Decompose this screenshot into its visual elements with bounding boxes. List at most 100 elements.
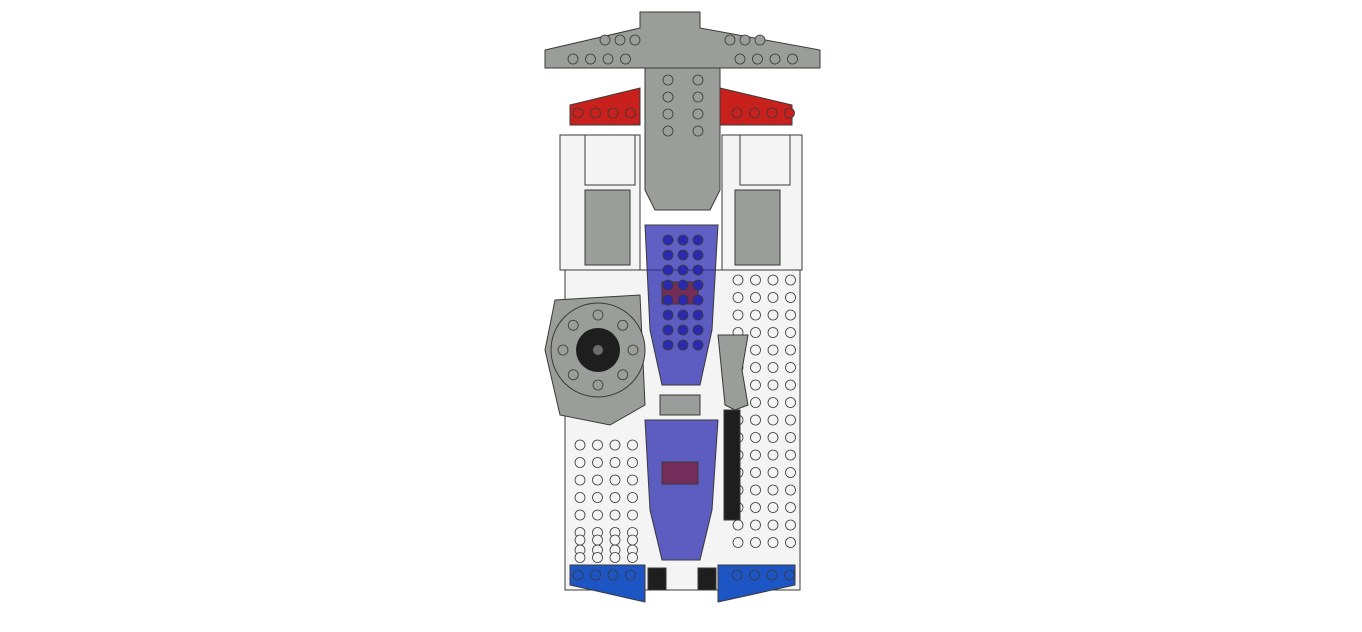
stud (750, 397, 761, 408)
left-engine (584, 189, 631, 266)
stud (767, 502, 779, 513)
stud (767, 292, 779, 303)
stud (785, 379, 796, 391)
stud (692, 249, 704, 261)
right-engine (734, 189, 781, 266)
stud (609, 552, 621, 563)
stud (585, 53, 596, 65)
right-engine-intake (739, 134, 791, 186)
center-spine (644, 67, 721, 211)
stud (785, 537, 796, 548)
stud (767, 484, 779, 496)
stud (614, 34, 626, 46)
stud (750, 292, 761, 303)
stud (677, 234, 689, 246)
stud (677, 324, 689, 336)
stud (567, 53, 579, 65)
stud (627, 344, 639, 356)
left-blue-bar (569, 564, 646, 603)
stud (785, 484, 796, 496)
stud (766, 569, 778, 581)
stud (750, 449, 761, 461)
canopy-hinge (659, 394, 701, 416)
stud (692, 264, 704, 276)
stud (785, 274, 796, 286)
stud (750, 432, 761, 443)
stud (627, 492, 638, 503)
stud (750, 484, 761, 496)
right-red-bar (719, 87, 793, 126)
stud (767, 397, 779, 408)
stud (627, 439, 638, 451)
stud (785, 467, 796, 478)
stud (767, 432, 779, 443)
stud (590, 569, 601, 581)
left-exhaust (647, 567, 667, 591)
stud (750, 344, 761, 356)
stud (574, 509, 586, 521)
stud (785, 292, 796, 303)
stud (784, 107, 795, 119)
stud (692, 324, 704, 336)
stud (692, 294, 704, 306)
stud (785, 502, 796, 513)
stud (785, 449, 796, 461)
stud (766, 107, 778, 119)
stud (590, 107, 601, 119)
stud (592, 439, 603, 451)
stud (609, 492, 621, 503)
stud (662, 294, 674, 306)
stud (692, 339, 704, 351)
stud (609, 439, 621, 451)
stud (734, 53, 746, 65)
left-red-bar (569, 87, 641, 126)
stud (750, 537, 761, 548)
stud (785, 397, 796, 408)
stud (602, 53, 614, 65)
stud (617, 369, 629, 381)
stud (767, 309, 779, 321)
stud (574, 552, 586, 563)
right-exhaust (697, 567, 717, 591)
stud (732, 309, 744, 321)
stud (607, 569, 619, 581)
top-wing (544, 11, 821, 69)
stud (677, 339, 689, 351)
stud (625, 569, 636, 581)
stud (677, 264, 689, 276)
rear-seat (661, 461, 699, 485)
rear-canopy (644, 419, 719, 561)
stud (662, 91, 674, 103)
stud (620, 53, 631, 65)
stud (754, 34, 766, 46)
stud (627, 509, 638, 521)
stud (692, 125, 704, 137)
stud (692, 309, 704, 321)
stud (592, 309, 604, 321)
stud (767, 274, 779, 286)
stud (739, 34, 751, 46)
stud (662, 234, 674, 246)
stud (677, 294, 689, 306)
stud (767, 519, 779, 531)
stud (662, 74, 674, 86)
stud (592, 379, 604, 391)
stud (692, 279, 704, 291)
stud (750, 502, 761, 513)
left-engine-intake (584, 134, 636, 186)
stud (609, 509, 621, 521)
stud (677, 309, 689, 321)
stud (767, 467, 779, 478)
stud (592, 552, 603, 563)
stud (609, 534, 621, 546)
stud (567, 319, 579, 331)
stud (609, 457, 621, 468)
stud (574, 534, 586, 546)
stud (750, 274, 761, 286)
stud (592, 457, 603, 468)
stud (662, 279, 674, 291)
stud (592, 509, 603, 521)
stud (574, 492, 586, 503)
stud (627, 457, 638, 468)
stud (629, 34, 641, 46)
